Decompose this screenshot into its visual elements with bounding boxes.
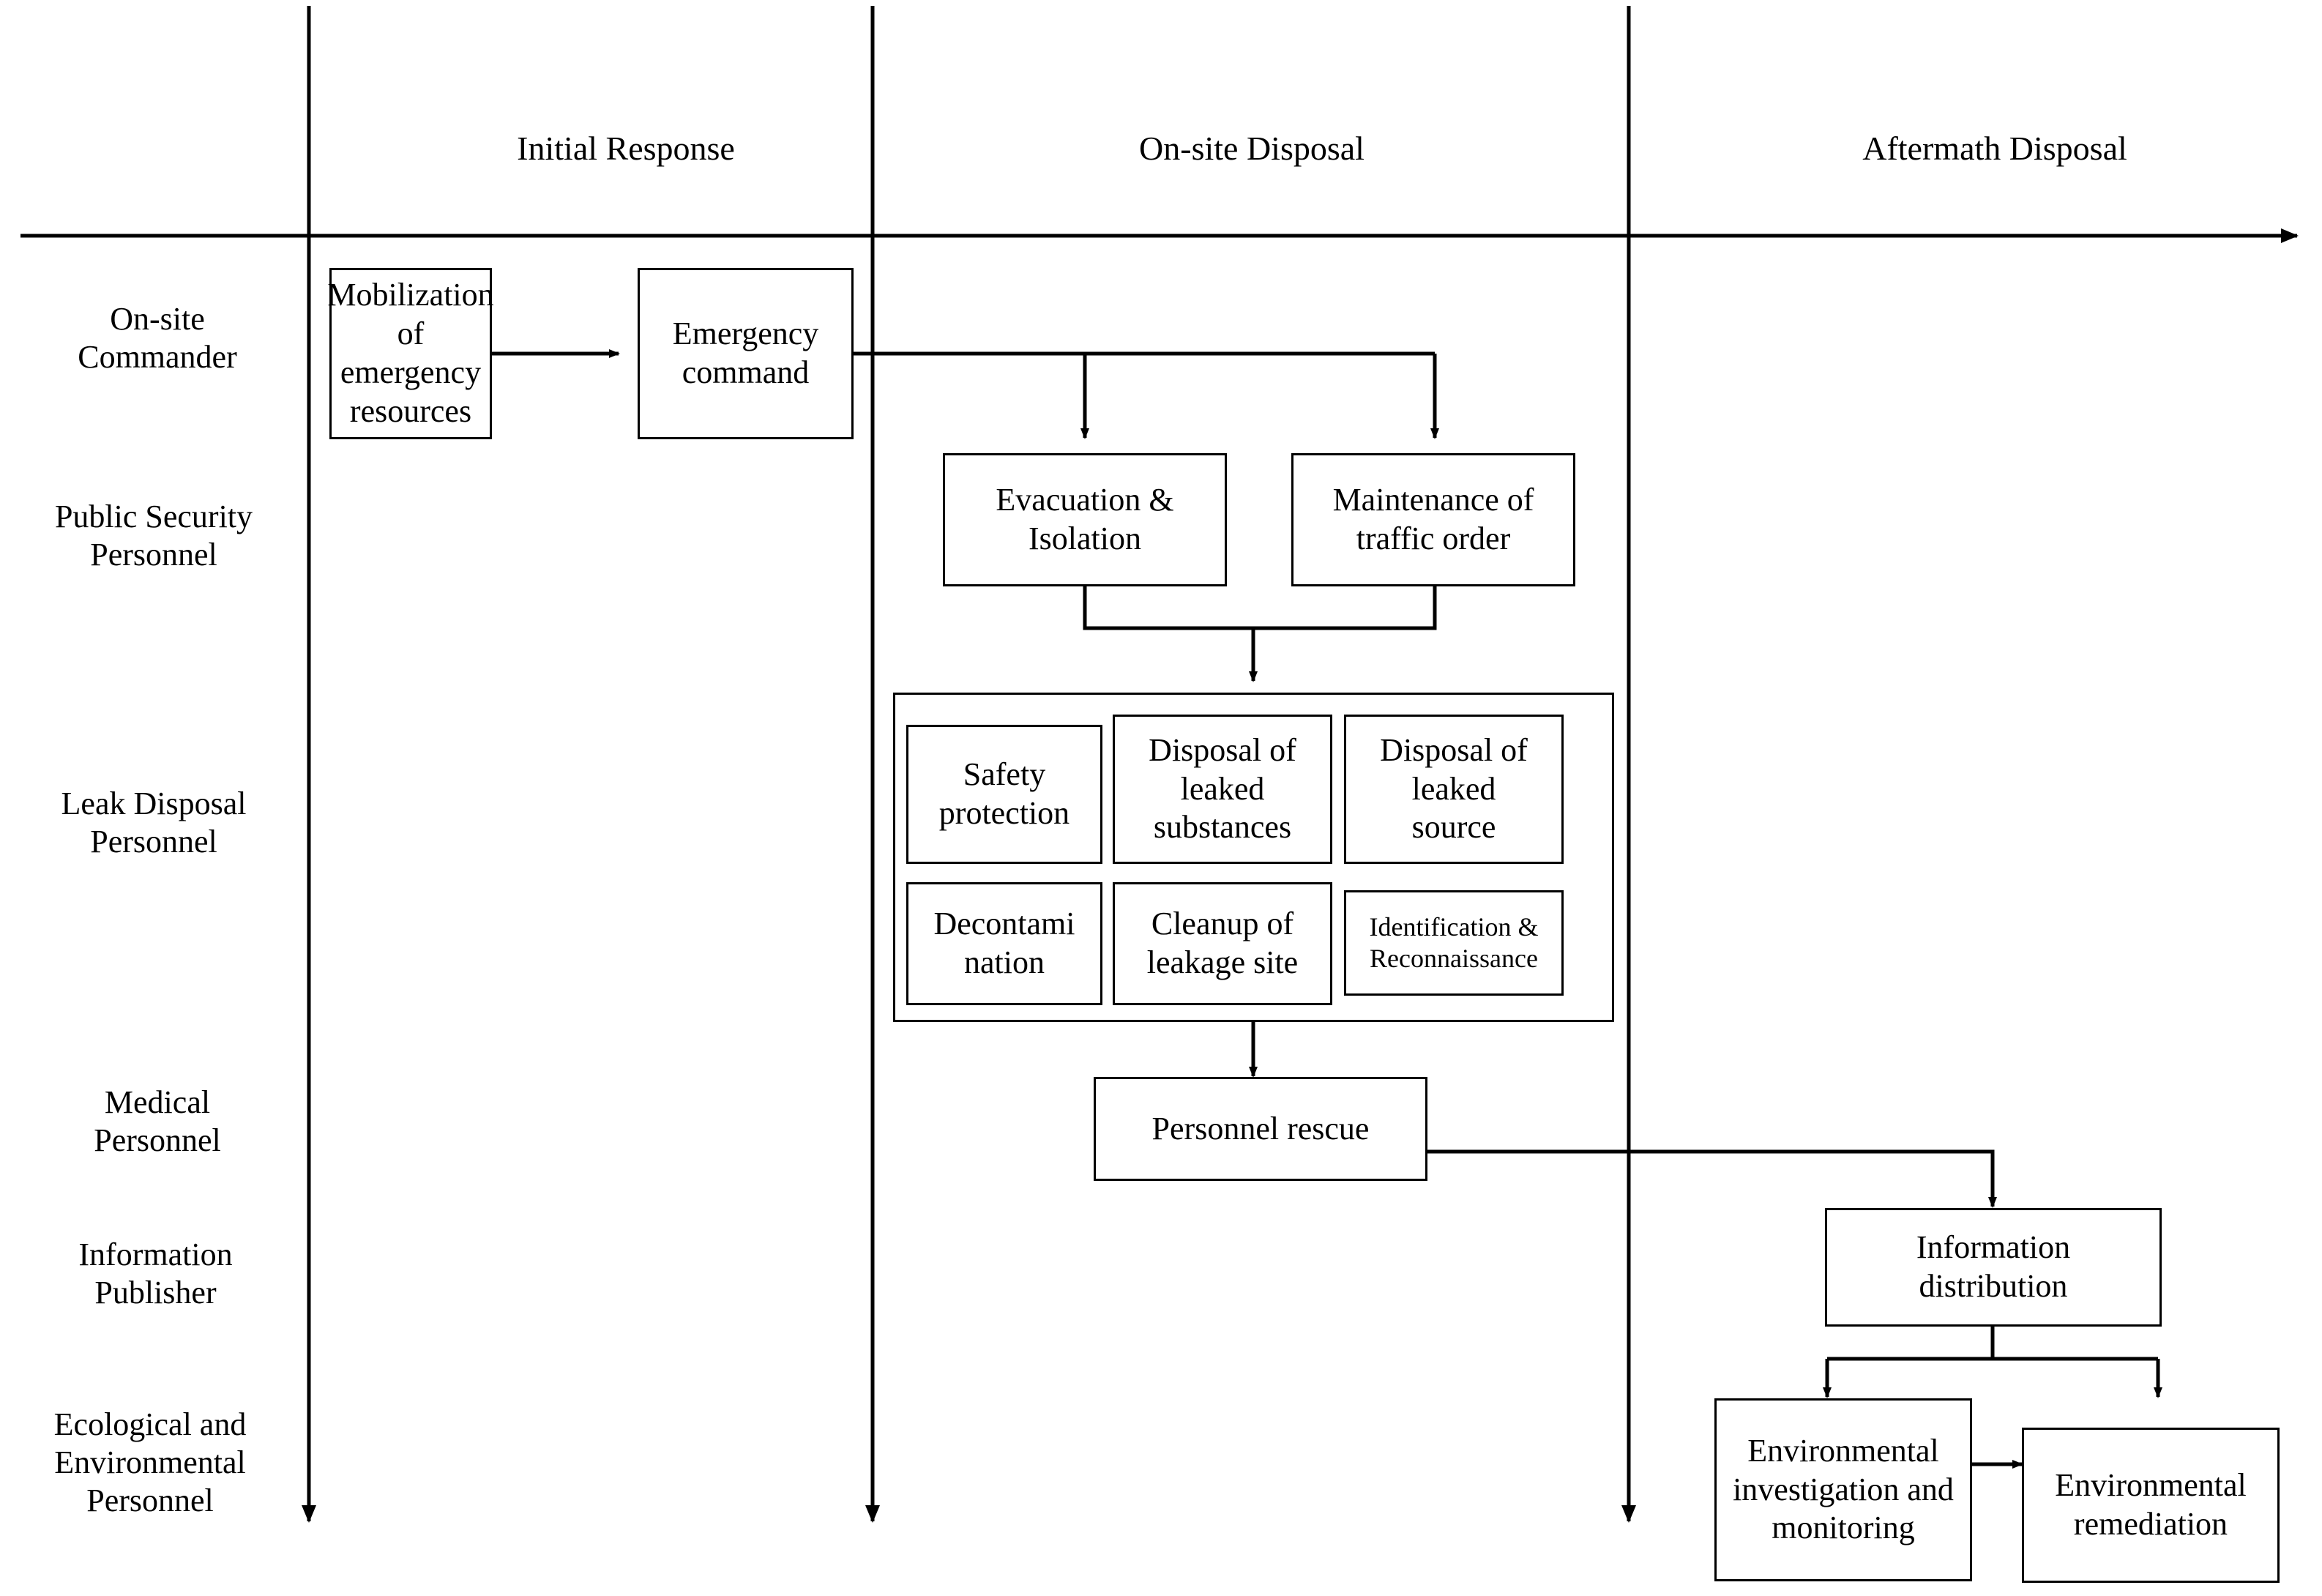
- phase-label-onsite-disposal: On-site Disposal: [1139, 130, 1365, 167]
- flow-connectors: [492, 349, 2162, 1469]
- phase-label-initial-response: Initial Response: [517, 130, 735, 167]
- node-evacuation-and-isolation[interactable]: Evacuation &Isolation: [943, 453, 1227, 586]
- node-identification-and-reconnaissance[interactable]: Identification &Reconnaissance: [1344, 890, 1564, 996]
- swimlane-divider-lines: [302, 6, 1636, 1523]
- node-personnel-rescue[interactable]: Personnel rescue: [1094, 1077, 1427, 1181]
- edge-rescue-to-information: [1427, 1149, 1997, 1208]
- edge-merge-public-security: [1083, 586, 1437, 630]
- phase-label-aftermath-disposal: Aftermath Disposal: [1862, 130, 2127, 167]
